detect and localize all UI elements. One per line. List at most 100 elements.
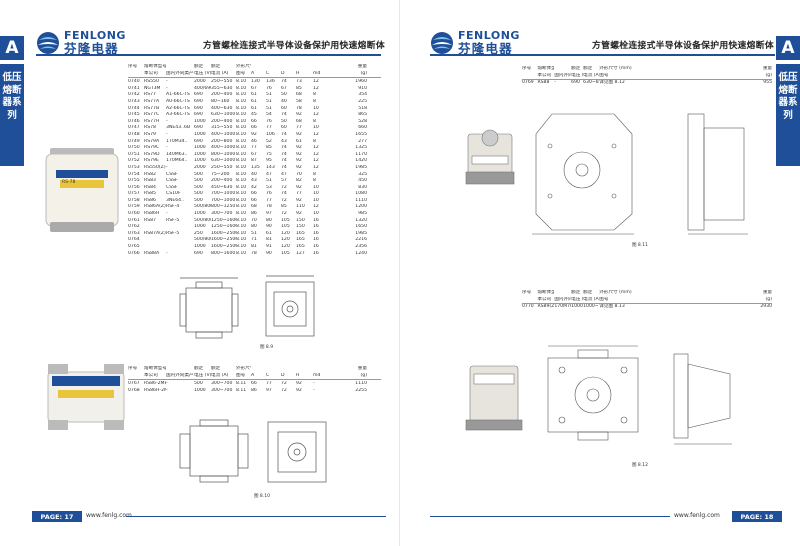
table-cell: 1000~1800 [583, 304, 599, 310]
table-cell [166, 224, 194, 231]
table-cell: 690 [194, 92, 203, 98]
table-cell: 电压 (V) [194, 70, 211, 76]
fenlong-globe-icon [431, 32, 453, 54]
table-cell: 71 [251, 237, 257, 243]
table-cell: 74 [281, 191, 287, 197]
table-cell: 2255 [355, 387, 367, 393]
technical-drawing-8-11 [465, 113, 748, 235]
left-page: A 低压熔断器系列 FENLONG 芬隆电器 方管螺栓连接式半导体设备保护用快速… [0, 29, 386, 522]
table-cell: 8.10 [236, 178, 247, 184]
table-cell: 1000 [194, 224, 206, 230]
table-cell: 1960 [355, 79, 367, 85]
table-cell: 8.10 [236, 105, 247, 111]
table-cell: 1325 [355, 145, 367, 151]
table-cell: 315~550 [211, 125, 233, 131]
table-cell: 120 [281, 230, 290, 236]
table-cell: H [296, 70, 300, 76]
table-cell: 660 [358, 125, 367, 131]
table-cell: 250~550 [211, 164, 233, 170]
technical-drawing-8-9 [179, 275, 315, 339]
table-cell: 61 [251, 105, 257, 111]
table-cell: 1080 [355, 191, 367, 197]
table-cell: 8.10 [236, 184, 247, 190]
table-cell: 序号 [522, 290, 532, 295]
website-link[interactable]: www.fenlg.com [86, 512, 132, 519]
table-cell: 57 [281, 178, 287, 184]
product-photo-fuse: RS-78 [42, 146, 122, 234]
table-cell: 250~550 [211, 79, 233, 85]
table-cell: 66 [251, 381, 257, 387]
table-cell: 78 [296, 105, 302, 111]
table-cell [296, 366, 313, 373]
table-cell: 0767 [128, 381, 140, 387]
table-cell: 熔断体型号 [537, 290, 555, 295]
table-cell: 354 [358, 92, 367, 98]
table-cell: 46 [251, 138, 257, 144]
table-cell: 81 [266, 237, 272, 243]
table-cell: 518 [358, 105, 367, 111]
table-cell: RS77C [144, 112, 160, 118]
table-cell: 0765 [128, 244, 140, 250]
table-cell: 67 [281, 85, 287, 91]
table-cell: 额定 [571, 290, 581, 295]
table-cell: RSF-4 [166, 204, 180, 210]
table-cell: 51 [266, 92, 272, 98]
table-cell: 1655 [355, 131, 367, 137]
table-cell: - [166, 381, 168, 387]
table-cell: 0740 [128, 79, 140, 85]
table-cell: 500 [194, 178, 203, 184]
table-cell: 74 [281, 112, 287, 118]
table-cell: 72 [281, 197, 287, 203]
table-cell: 0752 [128, 158, 140, 164]
table-cell: 300~700 [211, 211, 233, 217]
table-cell [522, 73, 537, 80]
section-letter-tab: A [0, 36, 24, 60]
table-cell: 76 [266, 118, 272, 124]
brand-name-en: FENLONG [458, 29, 520, 42]
table-cell: 630~800 [583, 80, 599, 86]
table-cell: 74 [281, 131, 287, 137]
table-cell: 80 [266, 217, 272, 223]
table-cell: 8.10 [236, 164, 247, 170]
table-cell: 0743 [128, 98, 140, 104]
table-cell: 8 [313, 92, 316, 98]
table-cell: 43 [251, 178, 257, 184]
table-cell [166, 64, 194, 71]
brand-logo: FENLONG 芬隆电器 [430, 30, 520, 56]
table-cell: RS77A [144, 98, 160, 104]
table-cell: 170M34.. [166, 138, 188, 144]
table-cell: 165 [296, 230, 305, 236]
table-cell: 10 [313, 191, 319, 197]
table-cell: 40 [281, 98, 287, 104]
table-cell: 66 [251, 197, 257, 203]
table-cell: 105 [281, 217, 290, 223]
table-cell: 74 [281, 79, 287, 85]
table-cell: RS86H-2M8 [144, 387, 166, 393]
table-cell: 10 [313, 184, 319, 190]
website-link[interactable]: www.fenlg.com [674, 512, 720, 519]
table-cell: 120 [281, 244, 290, 250]
table-cell: 1200 [355, 204, 367, 210]
table-cell: 92 [296, 151, 302, 157]
table-cell: 1600~2500 [211, 244, 236, 250]
table-cell: 80~160 [211, 98, 230, 104]
figure-caption-8-10: 图 8.10 [254, 494, 270, 499]
table-cell: 800~1000 [211, 151, 236, 157]
table-cell: 690 [194, 125, 203, 131]
table-cell: 92 [296, 112, 302, 118]
table-cell: 500/800 [194, 204, 211, 210]
table-cell: 8.10 [236, 250, 247, 256]
table-cell: 47 [266, 171, 272, 177]
table-cell: 8.10 [236, 171, 247, 177]
table-cell: 77 [251, 145, 257, 151]
table-cell: 8.10 [236, 204, 247, 210]
table-cell: 75~200 [211, 171, 230, 177]
table-cell: - [166, 387, 168, 393]
table-cell: 本公司 [537, 296, 552, 302]
table-cell: (g) [360, 372, 367, 378]
table-cell: 47 [281, 171, 287, 177]
table-cell: 16 [313, 224, 319, 230]
table-cell: 400/690/380 [194, 85, 211, 91]
